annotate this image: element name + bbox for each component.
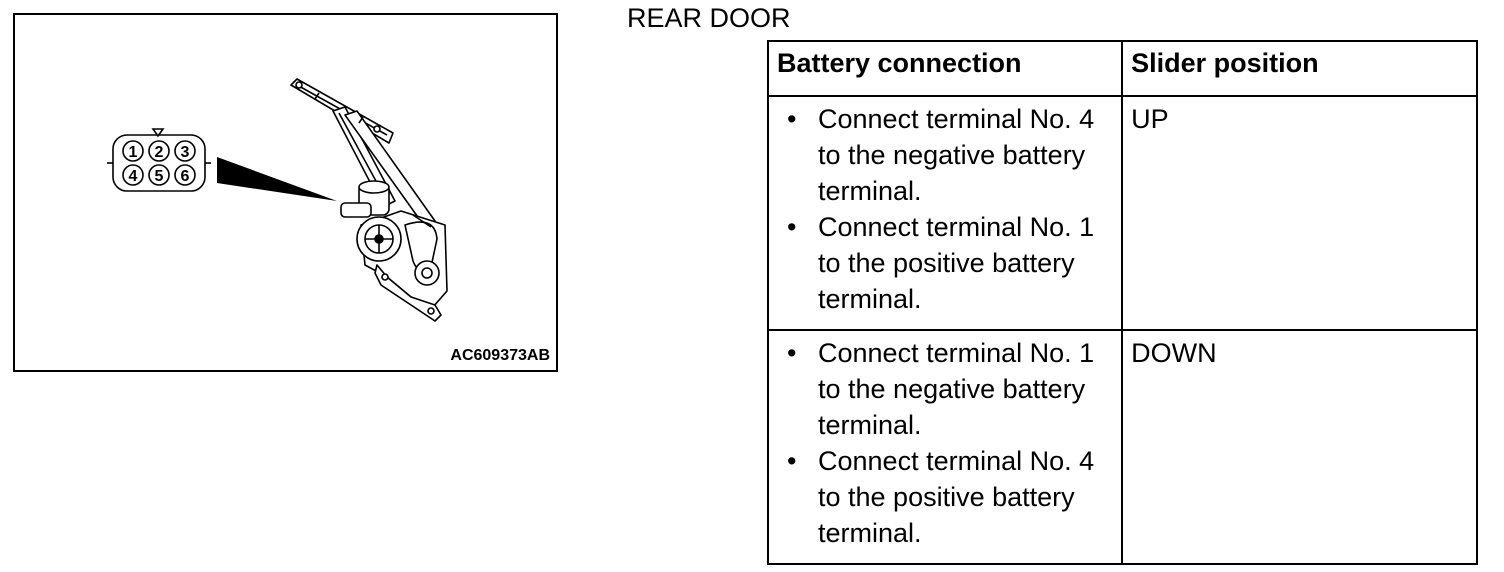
pin-1-circle (122, 140, 144, 162)
pointer-arrow (217, 157, 337, 201)
pin-label: 5 (155, 168, 164, 185)
step-text: Connect terminal No. 4 to the negative b… (818, 104, 1095, 206)
column-header-battery-connection: Battery connection (766, 40, 1124, 97)
table-header-row: Battery connection Slider position (766, 40, 1478, 97)
bullet: • (787, 446, 797, 476)
list-item: • Connect terminal No. 4 to the negative … (777, 101, 1113, 209)
window-regulator-figure: 1 2 3 4 5 6 (13, 13, 558, 372)
pin-2-circle (148, 140, 170, 162)
table-row: • Connect terminal No. 1 to the negative … (766, 329, 1478, 565)
pin-label: 4 (129, 168, 138, 185)
connector-face (107, 128, 211, 192)
step-text: Connect terminal No. 1 to the positive b… (818, 212, 1095, 314)
pin-4-circle (122, 164, 144, 186)
battery-connection-cell: • Connect terminal No. 1 to the negative … (766, 329, 1124, 565)
pin-label: 3 (181, 144, 190, 161)
slider-position-cell: UP (1121, 95, 1478, 331)
pin-3-circle (174, 140, 196, 162)
section-title: REAR DOOR (627, 3, 791, 33)
list-item: • Connect terminal No. 1 to the positive … (777, 209, 1113, 317)
step-list: • Connect terminal No. 1 to the negative … (777, 335, 1113, 551)
pin-6-circle (174, 164, 196, 186)
step-text: Connect terminal No. 1 to the negative b… (818, 338, 1095, 440)
table-row: • Connect terminal No. 4 to the negative … (766, 95, 1478, 331)
pin-5-circle (148, 164, 170, 186)
list-item: • Connect terminal No. 1 to the negative … (777, 335, 1113, 443)
battery-connection-cell: • Connect terminal No. 4 to the negative … (766, 95, 1124, 331)
pin-label: 6 (181, 168, 190, 185)
step-text: Connect terminal No. 4 to the positive b… (818, 446, 1095, 548)
bullet: • (787, 338, 797, 368)
list-item: • Connect terminal No. 4 to the positive … (777, 443, 1113, 551)
slider-position-cell: DOWN (1121, 329, 1478, 565)
regulator-assembly (290, 78, 448, 322)
bullet: • (787, 212, 797, 242)
figure-code: AC609373AB (450, 347, 550, 364)
pin-label: 1 (129, 144, 138, 161)
window-regulator-diagram: 1 2 3 4 5 6 (107, 78, 448, 322)
battery-connection-table: Battery connection Slider position • Conn… (766, 40, 1478, 565)
step-list: • Connect terminal No. 4 to the negative … (777, 101, 1113, 317)
column-header-slider-position: Slider position (1121, 40, 1478, 97)
pin-label: 2 (155, 144, 164, 161)
bullet: • (787, 104, 797, 134)
